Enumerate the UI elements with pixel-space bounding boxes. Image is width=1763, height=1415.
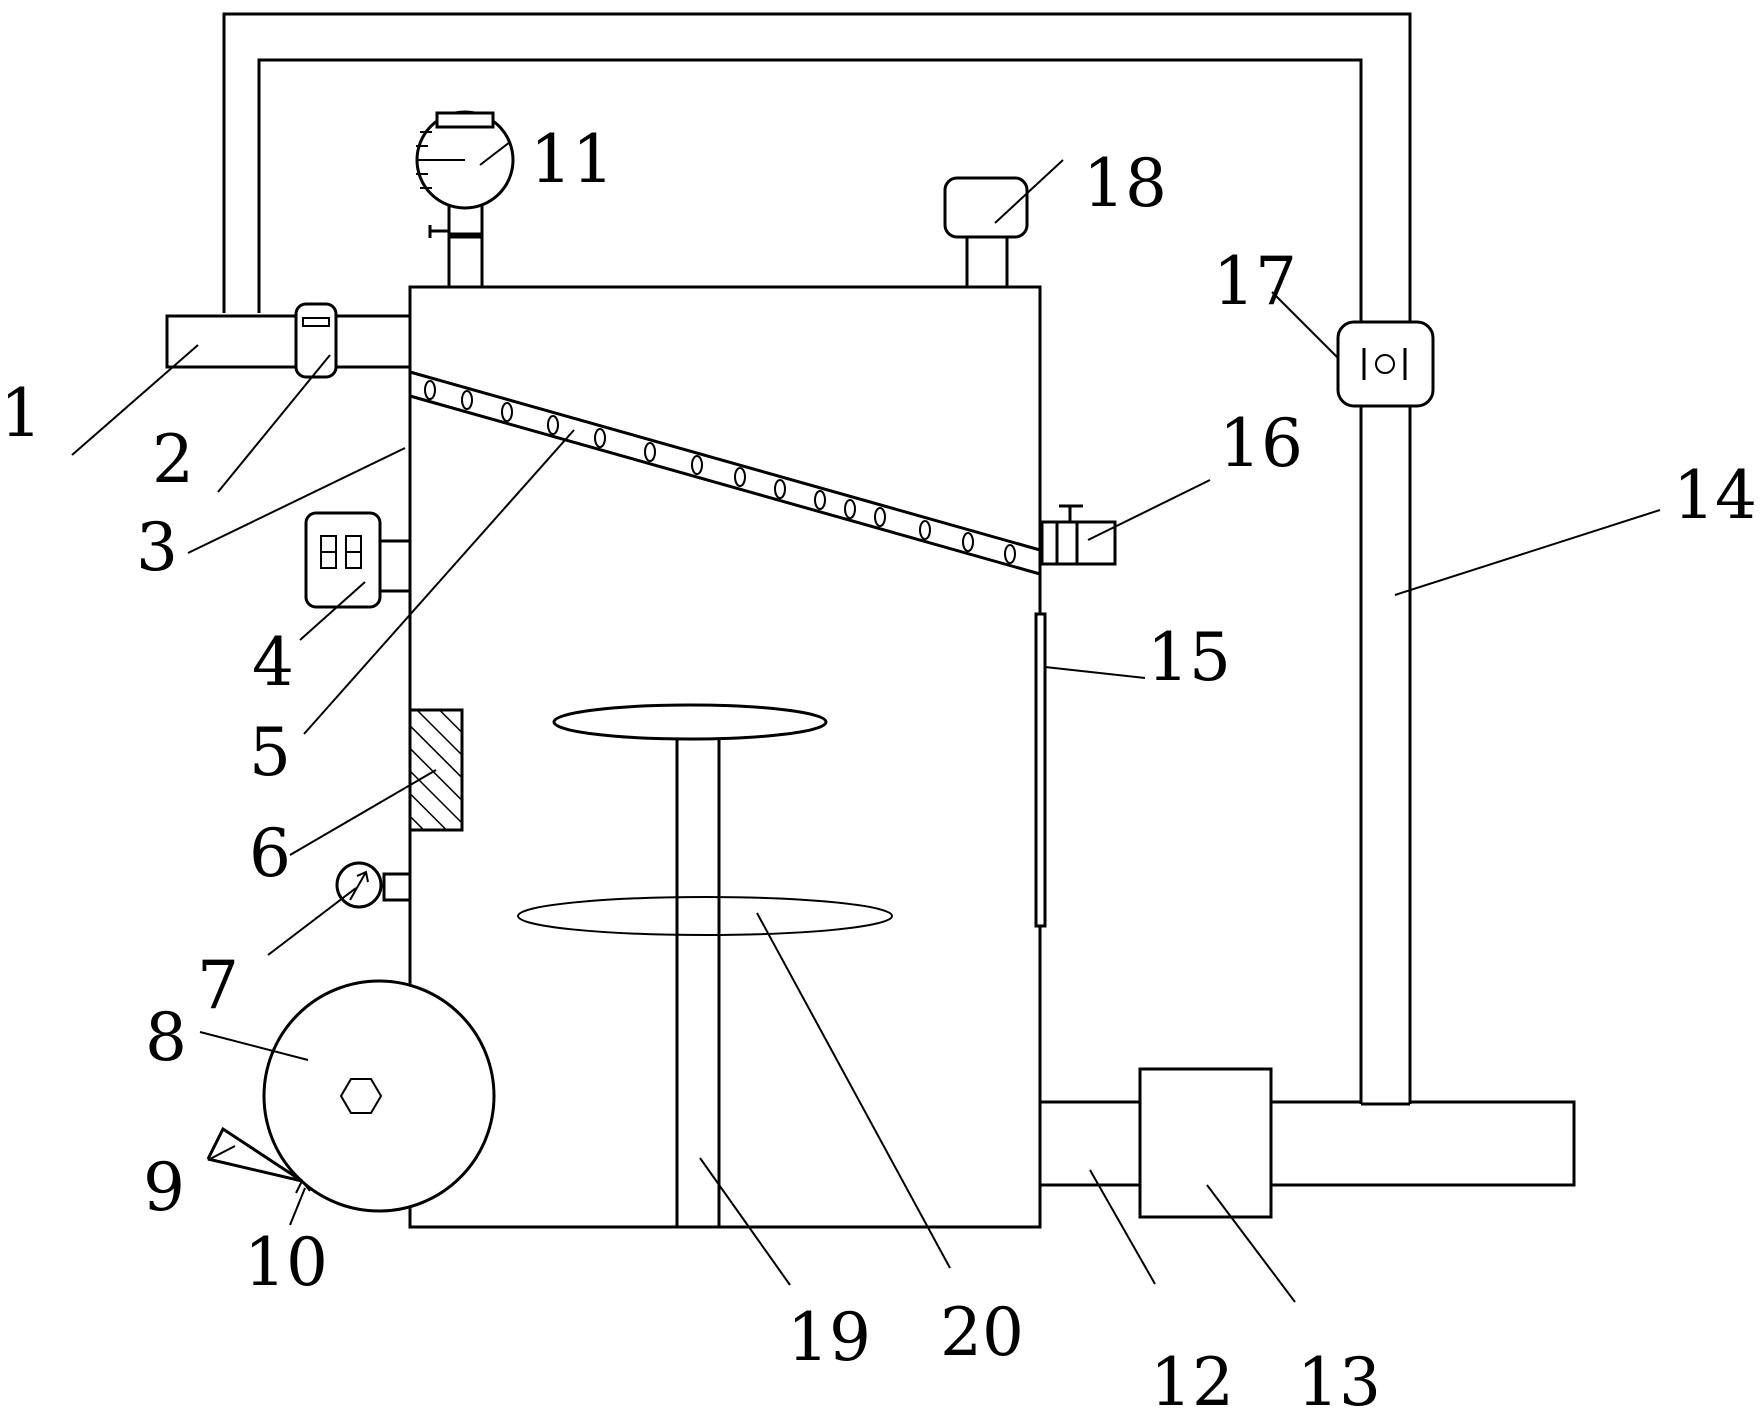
tank-body [408,285,1042,1229]
label-7: 7 [197,947,239,1024]
side-valve [1040,504,1117,566]
side-instrument [304,511,412,609]
sight-glass [1034,612,1047,928]
label-20: 20 [940,1294,1024,1371]
funnel [206,1126,311,1194]
filter-box [1138,1067,1273,1219]
riser-pipe [1359,14,1412,1106]
label-10: 10 [244,1224,328,1301]
label-9: 9 [143,1149,185,1226]
screen-holes [424,380,1016,564]
label-19: 19 [787,1299,871,1376]
outlet-pipe [1038,1100,1576,1187]
dial-gauge [335,861,412,909]
label-16: 16 [1219,405,1303,482]
label-14: 14 [1673,457,1757,534]
label-8: 8 [145,999,187,1076]
pump [1336,320,1435,408]
label-18: 18 [1083,145,1167,222]
top-sensor [943,176,1029,289]
label-4: 4 [252,624,294,701]
label-5: 5 [249,714,291,791]
label-11: 11 [530,121,614,198]
motor [262,979,496,1213]
leader-lines [71,141,1661,1303]
part-labels: 1 2 3 4 5 6 7 8 9 10 11 12 13 14 15 16 1… [0,121,1757,1415]
label-1: 1 [0,375,42,452]
label-15: 15 [1147,619,1231,696]
graduated-flask-gauge [415,110,515,289]
label-12: 12 [1150,1344,1234,1415]
label-17: 17 [1213,243,1297,320]
label-6: 6 [249,815,291,892]
label-13: 13 [1297,1344,1381,1415]
agitator [517,703,893,1229]
inlet-valve [294,302,338,379]
inlet-pipe [165,314,412,369]
perforated-screen [409,370,1041,576]
label-2: 2 [152,421,194,498]
label-3: 3 [136,509,178,586]
